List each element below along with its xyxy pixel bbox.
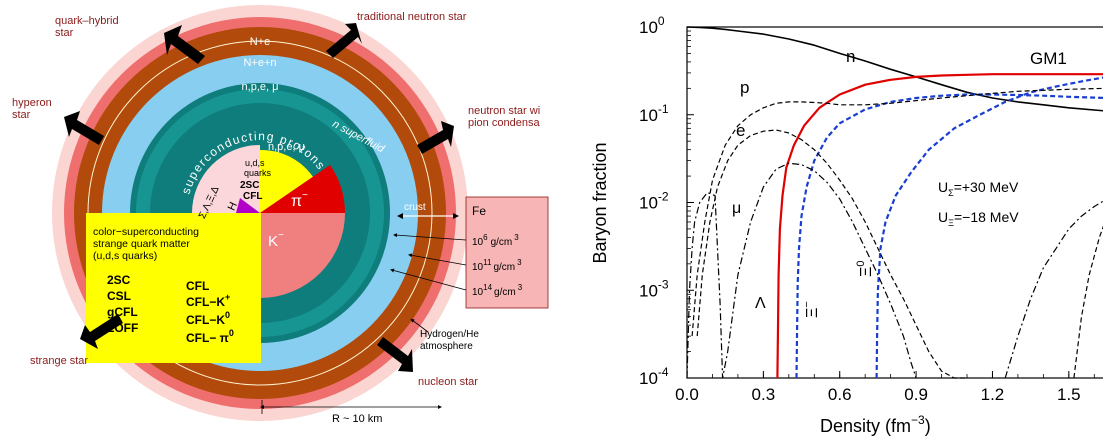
x-tick-label: 1.5 (1057, 385, 1081, 404)
pion-condensate-star-label-line1: neutron star wi (468, 105, 540, 117)
pion-condensate-star-label-line2: pion condensa (468, 117, 540, 129)
neutron-star-structure-diagram: N+e N+e+n n,p,e, μ n superfluid supercon… (12, 5, 549, 425)
arrow-traditional-neutron (326, 23, 362, 58)
pion-label: π− (291, 190, 308, 210)
hyperon-star-label-line1: hyperon (12, 97, 52, 109)
crust-pointer-1 (393, 233, 467, 241)
atmosphere-pointer (410, 318, 429, 333)
series-label-xi-zero: Ξ0 (855, 260, 875, 277)
curve-lambda (776, 73, 1103, 379)
hyperon-star-label-line2: star (12, 109, 31, 121)
y-axis-ticks: 100 10-1 10-2 10-3 10-4 (639, 14, 694, 388)
hyperon-wedge (192, 145, 260, 213)
arrow-nucleon-star (377, 337, 413, 372)
nucleon-star-label: nucleon star (418, 376, 478, 388)
series-label-n: n (846, 47, 855, 66)
csc-phase-gcfl: gCFL (107, 305, 138, 319)
layer-npe-mu-outer-label: n,p,e, μ (242, 81, 279, 93)
chart-curves (686, 26, 1103, 379)
h-dibaryon-wedge (236, 198, 260, 213)
csc-phase-csl: CSL (107, 289, 131, 303)
crust-density-box (465, 196, 549, 309)
arrow-strange-star (80, 314, 123, 349)
curve-xi_zero (875, 76, 1103, 379)
csc-description-line3: (u,d,s quarks) (93, 250, 157, 262)
csc-phase-cfl-pi0: CFL− π0 (186, 328, 234, 345)
arrow-hyperon (64, 111, 104, 145)
curve-e (696, 129, 967, 379)
uds-quarks-line1: u,d,s (245, 158, 265, 168)
layer-n-e-n-label: N+e+n (243, 57, 276, 69)
y-axis-label: Baryon fraction (590, 142, 610, 263)
arrow-quark-hybrid (164, 25, 205, 64)
curve-e_tail (1073, 225, 1103, 379)
model-label-gm1: GM1 (1030, 49, 1067, 68)
x-tick-label: 0.3 (752, 385, 776, 404)
y-tick-label: 100 (639, 14, 665, 37)
x-tick-label: 0.0 (675, 385, 699, 404)
x-tick-label: 0.6 (828, 385, 852, 404)
csc-phase-cfl-k-plus: CFL−K+ (186, 292, 230, 309)
arrow-pion-condensate (417, 121, 454, 154)
quark-wedge (260, 149, 315, 213)
kaon-condensate-wedge (260, 213, 345, 298)
u-xi-annotation: UΞ=−18 MeV (938, 209, 1019, 228)
strange-star-label: strange star (30, 355, 88, 367)
curve-xi_minus (795, 93, 1103, 379)
quark-hybrid-star-label-line2: star (55, 27, 74, 39)
series-label-p: p (740, 78, 749, 97)
layer-n-e-label: N+e (250, 36, 271, 48)
crust-pointer-2 (408, 253, 467, 266)
curve-n (686, 26, 1103, 112)
csc-phase-cfl: CFL (186, 279, 209, 293)
inner-2sc-label: 2SC (240, 180, 259, 191)
crust-fe-label: Fe (472, 204, 486, 218)
y-tick-label: 10-3 (639, 277, 669, 300)
traditional-neutron-star-label: traditional neutron star (357, 11, 467, 23)
curve-p (691, 87, 1103, 337)
quark-hybrid-star-label-line1: quark–hybrid (55, 15, 119, 27)
series-label-lambda: Λ (755, 295, 766, 312)
y-tick-label: 10-2 (639, 190, 669, 213)
plot-frame (686, 26, 1103, 379)
series-label-xi-minus: Ξ− (801, 301, 821, 318)
curve-mu_tail (1004, 200, 1103, 379)
curve-mu (686, 162, 917, 379)
baryon-fraction-chart: 100 10-1 10-2 10-3 10-4 0.0 0.3 0.6 0.9 1.2 1.5 B… (590, 14, 1103, 436)
inner-cfl-label: CFL (243, 191, 262, 202)
series-label-mu: μ (732, 200, 741, 217)
y-tick-label: 10-1 (639, 102, 669, 125)
crust-pointer-3 (390, 268, 467, 291)
csc-phase-2sc: 2SC (107, 273, 131, 287)
uds-quarks-line2: quarks (244, 168, 272, 178)
radius-label: R ~ 10 km (332, 413, 382, 425)
crust-label: crust (404, 202, 426, 213)
x-axis-ticks: 0.0 0.3 0.6 0.9 1.2 1.5 (675, 371, 1095, 404)
y-tick-label: 10-4 (639, 365, 669, 388)
csc-quadrant-clip (86, 213, 261, 363)
x-tick-label: 0.9 (904, 385, 928, 404)
atmosphere-label-line1: Hydrogen/He (420, 329, 479, 340)
kaon-label: K− (268, 230, 284, 250)
csc-phase-cfl-k0: CFL−K0 (186, 310, 230, 327)
pion-condensate-wedge (260, 165, 345, 213)
layer-npe-mu-inner-label: n,p,e, μ (268, 141, 305, 153)
x-axis-label: Density (fm−3) (820, 413, 931, 436)
atmosphere-label-line2: atmosphere (420, 341, 473, 352)
csc-description-line1: color−superconducting (93, 226, 199, 238)
u-sigma-annotation: UΣ=+30 MeV (938, 179, 1019, 198)
x-tick-label: 1.2 (981, 385, 1005, 404)
series-label-e: e (736, 121, 745, 140)
csc-description-line2: strange quark matter (93, 238, 190, 250)
